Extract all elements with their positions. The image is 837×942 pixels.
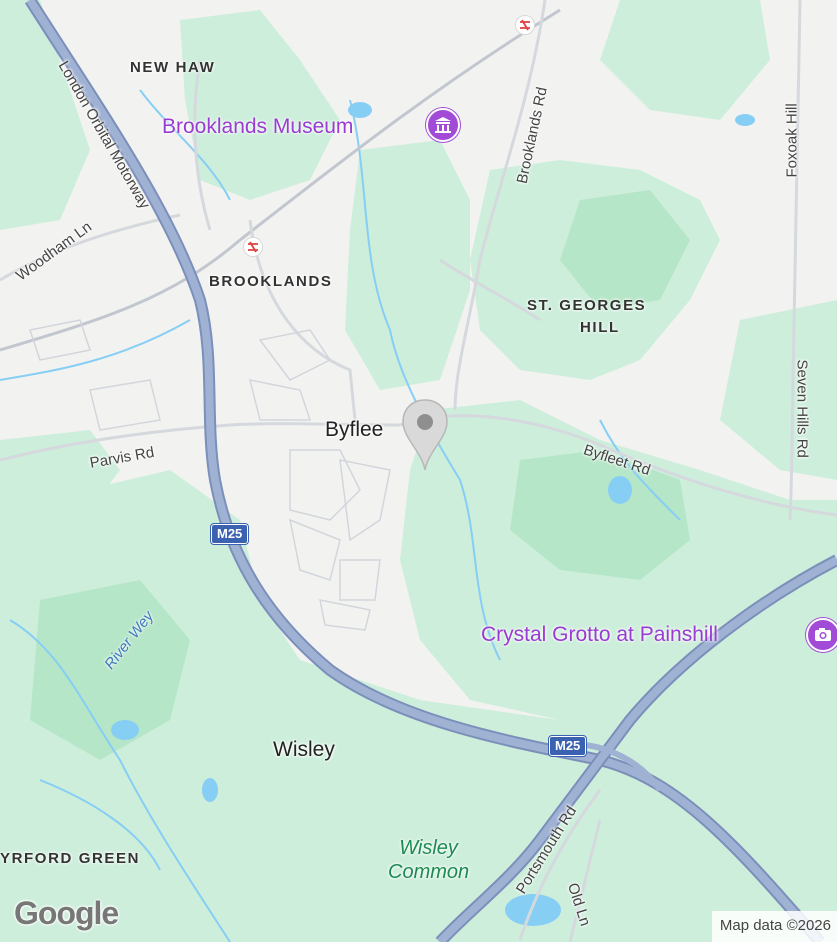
road-label-foxoak-hill: Foxoak Hill xyxy=(783,103,801,178)
area-label-pyrford-green: YRFORD GREEN xyxy=(0,850,141,867)
town-label-wisley[interactable]: Wisley xyxy=(273,738,335,761)
poi-label-brooklands-museum[interactable]: Brooklands Museum xyxy=(162,115,354,138)
camera-icon[interactable] xyxy=(806,618,837,652)
museum-icon[interactable] xyxy=(426,108,460,142)
motorway-shield-m25: M25 xyxy=(209,522,250,546)
motorway-shield-m25: M25 xyxy=(547,734,588,758)
area-label-new-haw: NEW HAW xyxy=(130,59,216,76)
poi-label-crystal-grotto[interactable]: Crystal Grotto at Painshill xyxy=(481,623,718,646)
park-label-wisley-common-line2: Common xyxy=(388,861,470,883)
map-pin-icon[interactable] xyxy=(400,398,450,474)
residential-streets xyxy=(29,319,391,631)
map-attribution[interactable]: Map data ©2026 xyxy=(711,911,837,942)
darker-green-areas xyxy=(30,190,690,760)
motorway-m25 xyxy=(24,0,837,942)
town-label-byfleet[interactable]: Byflee xyxy=(325,418,384,441)
road-label-seven-hills-rd: Seven Hills Rd xyxy=(793,359,811,458)
lakes xyxy=(111,102,755,926)
area-label-st-georges-hill-line1: ST. GEORGES xyxy=(527,297,647,314)
google-logo[interactable]: Google xyxy=(14,895,119,931)
area-label-brooklands: BROOKLANDS xyxy=(209,273,333,290)
park-label-wisley-common[interactable]: Wisley Common xyxy=(388,836,469,884)
waterways xyxy=(0,89,681,942)
area-label-st-georges-hill-line2: HILL xyxy=(580,319,620,336)
park-label-wisley-common-line1: Wisley xyxy=(399,837,458,859)
train-station-icon[interactable] xyxy=(515,15,535,35)
railway-line xyxy=(0,8,561,352)
train-station-icon[interactable] xyxy=(243,237,263,257)
